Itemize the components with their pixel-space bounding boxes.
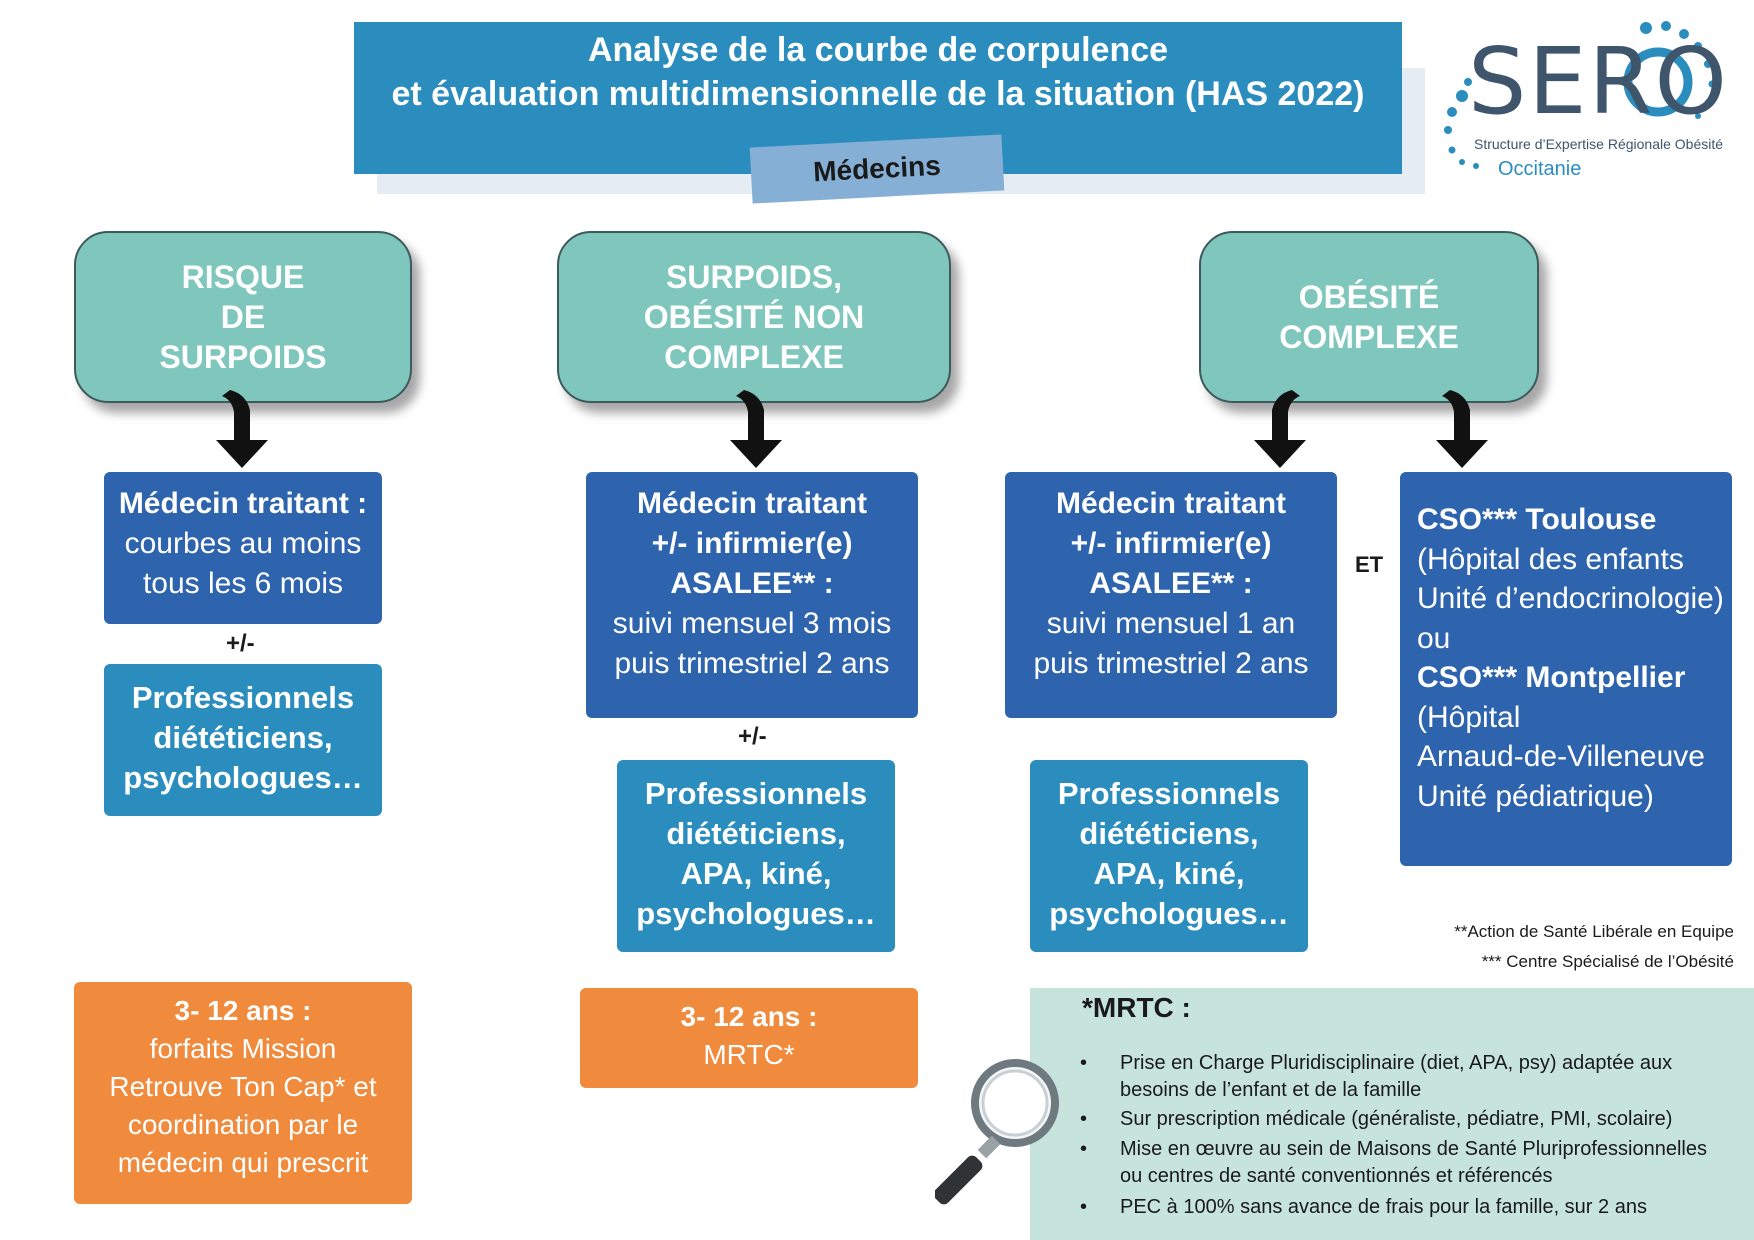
cso-montpellier: CSO*** Montpellier xyxy=(1417,661,1686,694)
category-line: OBÉSITÉ NON xyxy=(643,299,865,335)
doctor-title: Médecin traitant : xyxy=(118,487,368,520)
age-line: MRTC* xyxy=(703,1039,795,1070)
pros-line: psychologues… xyxy=(1049,896,1289,931)
doctor-line: suivi mensuel 1 an xyxy=(1046,607,1296,640)
category-risque-surpoids: RISQUE DE SURPOIDS xyxy=(74,231,412,403)
logo-wordmark: SERO xyxy=(1468,28,1729,135)
and-label: ET xyxy=(1355,552,1384,577)
list-item-line: Sur prescription médicale (généraliste, … xyxy=(1120,1108,1673,1130)
list-item-line: besoins de l’enfant et de la famille xyxy=(1120,1079,1422,1101)
doctor-line: suivi mensuel 3 mois xyxy=(612,607,892,640)
doctor-line: puis trimestriel 2 ans xyxy=(1033,647,1309,680)
cso-line: (Hôpital des enfants xyxy=(1417,542,1684,576)
title-line-2: et évaluation multidimensionnelle de la … xyxy=(391,75,1365,113)
pros-line: diététiciens, xyxy=(1079,816,1259,851)
doctor-line: courbes au moins xyxy=(124,527,362,560)
doctor-line: puis trimestriel 2 ans xyxy=(614,647,890,680)
list-item-line: Prise en Charge Pluridisciplinaire (diet… xyxy=(1120,1052,1673,1074)
pros-line: Professionnels xyxy=(131,680,355,715)
title-line-1: Analyse de la courbe de corpulence xyxy=(587,31,1169,69)
doctor-title: ASALEE** : xyxy=(670,567,834,600)
list-item: PEC à 100% sans avance de frais pour la … xyxy=(1076,1194,1746,1221)
category-line: SURPOIDS xyxy=(159,339,327,375)
age-title: 3- 12 ans : xyxy=(680,1001,818,1032)
doctor-box-col1: Médecin traitant : courbes au moins tous… xyxy=(104,472,382,624)
list-item: Prise en Charge Pluridisciplinaire (diet… xyxy=(1076,1050,1746,1104)
plus-minus-label: +/- xyxy=(738,723,767,750)
arrow-down-icon xyxy=(216,390,268,468)
list-item-line: Mise en œuvre au sein de Maisons de Sant… xyxy=(1120,1138,1707,1160)
pros-box-col3: Professionnels diététiciens, APA, kiné, … xyxy=(1030,760,1308,952)
list-item-line: PEC à 100% sans avance de frais pour la … xyxy=(1120,1196,1647,1218)
age-line: coordination par le xyxy=(127,1109,359,1140)
category-line: DE xyxy=(220,299,266,335)
category-line: RISQUE xyxy=(181,259,305,295)
age-box-col2: 3- 12 ans : MRTC* xyxy=(580,988,918,1088)
list-item-line: ou centres de santé conventionnés et réf… xyxy=(1120,1165,1553,1187)
age-box-col1: 3- 12 ans : forfaits Mission Retrouve To… xyxy=(74,982,412,1204)
cso-line: Unité pédiatrique) xyxy=(1417,779,1654,813)
sero-logo: SERO Structure d’Expertise Régionale Obé… xyxy=(1440,20,1740,190)
category-line: OBÉSITÉ xyxy=(1298,279,1440,315)
category-line: COMPLEXE xyxy=(664,339,844,375)
doctor-box-col2: Médecin traitant +/- infirmier(e) ASALEE… xyxy=(586,472,918,718)
age-line: Retrouve Ton Cap* et xyxy=(109,1071,377,1102)
category-line: COMPLEXE xyxy=(1279,319,1459,355)
pros-box-col1: Professionnels diététiciens, psychologue… xyxy=(104,664,382,816)
arrow-down-icon xyxy=(730,390,782,468)
cso-toulouse: CSO*** Toulouse xyxy=(1417,503,1657,536)
pros-box-col2: Professionnels diététiciens, APA, kiné, … xyxy=(617,760,895,952)
doctor-title: +/- infirmier(e) xyxy=(1070,527,1272,560)
list-item: Sur prescription médicale (généraliste, … xyxy=(1076,1106,1746,1133)
age-line: forfaits Mission xyxy=(149,1033,337,1064)
pros-line: psychologues… xyxy=(636,896,876,931)
cso-or: ou xyxy=(1417,621,1451,655)
age-line: médecin qui prescrit xyxy=(117,1147,369,1178)
pros-line: Professionnels xyxy=(644,776,868,811)
category-line: SURPOIDS, xyxy=(665,259,843,295)
age-title: 3- 12 ans : xyxy=(174,995,312,1026)
doctor-title: ASALEE** : xyxy=(1089,567,1253,600)
pros-line: diététiciens, xyxy=(666,816,846,851)
arrow-down-icon xyxy=(1436,390,1488,468)
pros-line: APA, kiné, xyxy=(680,856,832,891)
page-title: Analyse de la courbe de corpulence et év… xyxy=(354,22,1402,174)
pros-line: Professionnels xyxy=(1057,776,1281,811)
logo-region: Occitanie xyxy=(1498,158,1582,180)
cso-box: CSO*** Toulouse (Hôpital des enfants Uni… xyxy=(1400,472,1732,866)
mrtc-list: Prise en Charge Pluridisciplinaire (diet… xyxy=(1076,1050,1746,1221)
category-obesite-complexe: OBÉSITÉ COMPLEXE xyxy=(1199,231,1539,403)
plus-minus-label: +/- xyxy=(226,630,255,657)
doctor-line: tous les 6 mois xyxy=(142,567,344,600)
pros-line: diététiciens, xyxy=(153,720,333,755)
cso-line: (Hôpital xyxy=(1417,700,1521,734)
mrtc-title: *MRTC : xyxy=(1082,992,1191,1023)
pros-line: psychologues… xyxy=(123,760,363,795)
doctor-title: Médecin traitant xyxy=(1055,487,1287,520)
cso-line: Unité d’endocrinologie) xyxy=(1417,582,1724,615)
doctor-title: +/- infirmier(e) xyxy=(651,527,853,560)
footnote-cso: *** Centre Spécialisé de l’Obésité xyxy=(1481,952,1734,971)
list-item: Mise en œuvre au sein de Maisons de Sant… xyxy=(1076,1136,1746,1190)
category-surpoids-obesite-non-complexe: SURPOIDS, OBÉSITÉ NON COMPLEXE xyxy=(557,231,951,403)
pros-line: APA, kiné, xyxy=(1093,856,1245,891)
doctor-box-col3: Médecin traitant +/- infirmier(e) ASALEE… xyxy=(1005,472,1337,718)
logo-subtitle: Structure d’Expertise Régionale Obésité xyxy=(1474,136,1724,152)
magnifier-icon xyxy=(935,1059,1059,1205)
doctor-title: Médecin traitant xyxy=(636,487,868,520)
arrow-down-icon xyxy=(1254,390,1306,468)
logo-dots-icon xyxy=(1444,21,1716,169)
cso-line: Arnaud-de-Villeneuve xyxy=(1417,740,1705,773)
footnote-asalee: **Action de Santé Libérale en Equipe xyxy=(1454,922,1734,941)
